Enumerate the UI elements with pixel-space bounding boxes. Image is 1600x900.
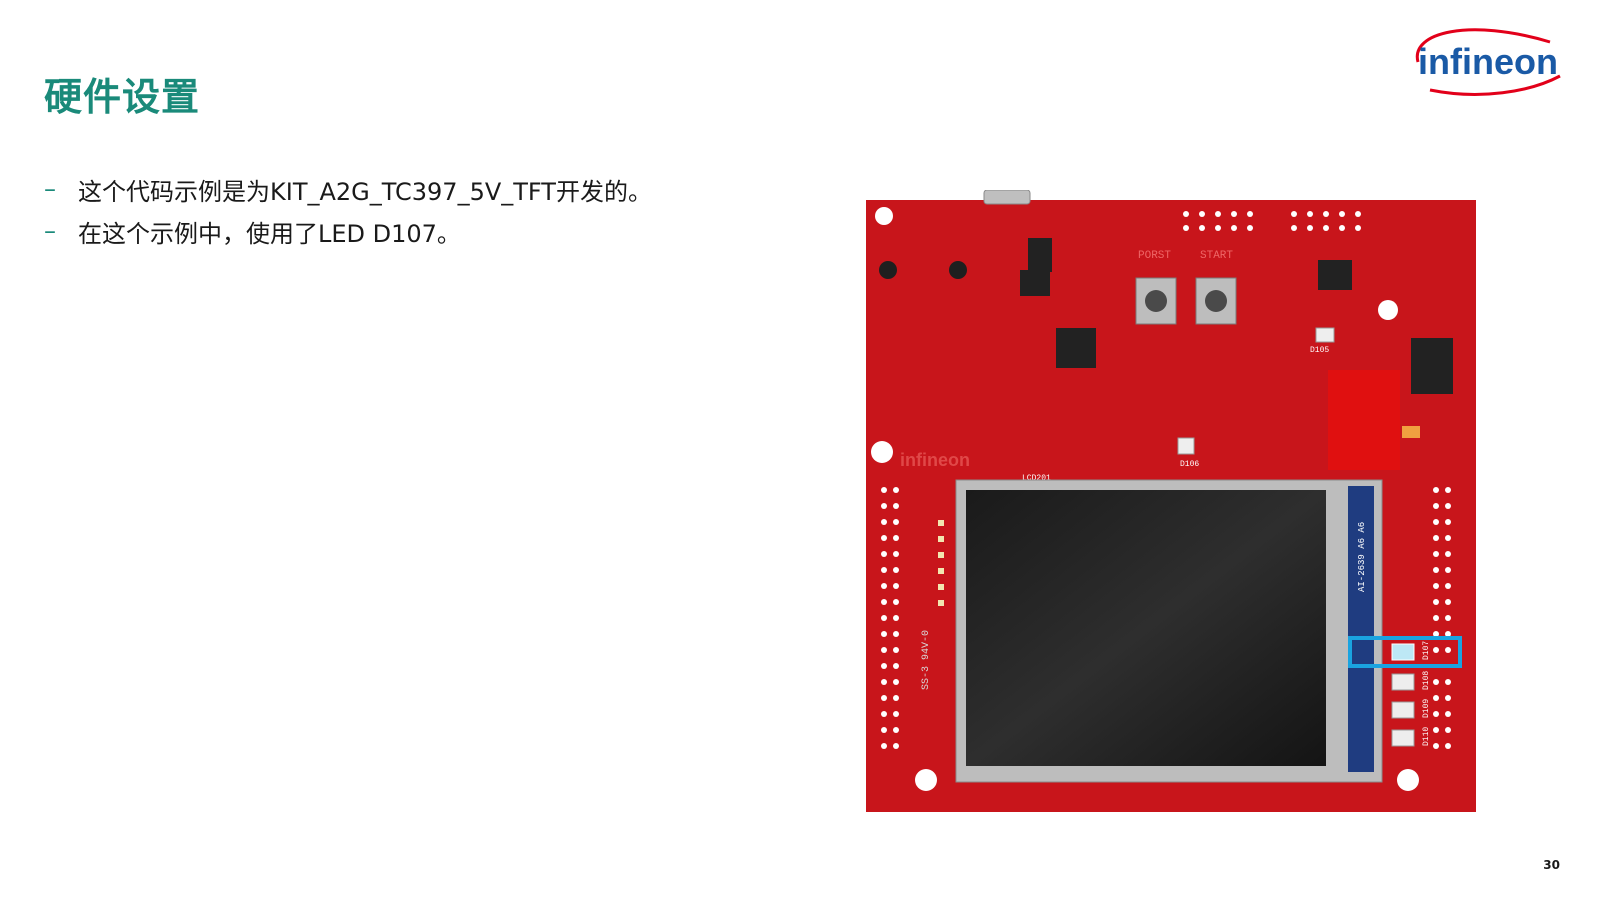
d110-label: D110 [1422,727,1431,746]
infineon-logo: infineon [1415,28,1561,96]
d106-label: D106 [1180,460,1199,469]
mounting-hole [1397,769,1419,791]
lcd-label: LCD201 [1022,474,1051,483]
cert-label: SS-3 94V-0 [921,630,932,690]
ic-chip [1318,260,1352,290]
d107-label: D107 [1422,641,1431,660]
mounting-hole [915,769,937,791]
bullet-marker: – [44,217,56,245]
bullet-list: – 这个代码示例是为KIT_A2G_TC397_5V_TFT开发的。 – 在这个… [44,168,652,252]
page-number: 30 [1543,858,1560,872]
board-brand-label: infineon [900,450,970,470]
led-d107 [1391,643,1415,661]
bullet-item: – 在这个示例中，使用了LED D107。 [44,210,652,252]
ic-chip [1028,238,1052,272]
tft-screen [966,490,1326,766]
logo-text: infineon [1418,41,1558,82]
porst-label: PORST [1138,250,1171,262]
led-d110 [1391,729,1415,747]
bullet-text: 这个代码示例是为KIT_A2G_TC397_5V_TFT开发的。 [78,177,652,206]
led-d107-highlight [1348,636,1462,668]
led-d109 [1391,701,1415,719]
pin-header-left [881,487,899,749]
usb-connector [983,190,1031,205]
bullet-item: – 这个代码示例是为KIT_A2G_TC397_5V_TFT开发的。 [44,168,652,210]
ic-chip [1020,270,1050,296]
bullet-marker: – [44,175,56,203]
d105-label: D105 [1310,346,1329,355]
led-d105 [1315,327,1335,343]
led-d106 [1177,437,1195,455]
mounting-hole [1378,300,1398,320]
connector-block [1328,370,1400,470]
evaluation-board-photo: PORST START [866,190,1476,812]
ic-chip [1411,338,1453,394]
mounting-hole [875,207,893,225]
mounting-hole [871,441,893,463]
d109-label: D109 [1422,699,1431,718]
ic-chip [1056,328,1096,368]
start-label: START [1200,250,1233,262]
slide-title: 硬件设置 [44,75,201,119]
bullet-text: 在这个示例中，使用了LED D107。 [78,219,461,248]
d108-label: D108 [1422,671,1431,690]
pin-header-right [1433,487,1451,749]
display-code-label: AI-2639 A6 A6 [1357,522,1367,592]
led-d108 [1391,673,1415,691]
